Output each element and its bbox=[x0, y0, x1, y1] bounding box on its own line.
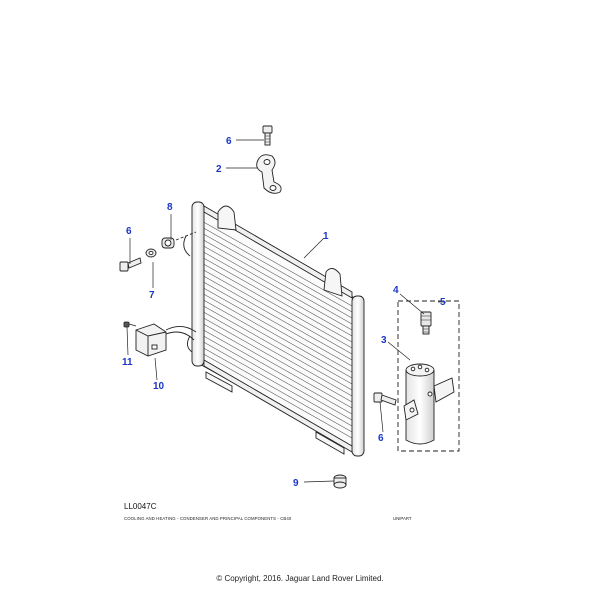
screw-part bbox=[123, 321, 137, 328]
brand-label: UNIPART bbox=[393, 516, 412, 521]
callout-10: 10 bbox=[153, 381, 165, 392]
callout-5: 5 bbox=[440, 297, 446, 308]
diagram-reference-code: LL0047C bbox=[124, 502, 157, 511]
washer-part bbox=[145, 248, 157, 258]
bolt-part-right bbox=[373, 392, 397, 406]
callout-11: 11 bbox=[122, 357, 133, 368]
module-part bbox=[135, 323, 197, 357]
condenser-part bbox=[183, 201, 365, 457]
callout-3: 3 bbox=[381, 335, 387, 346]
callout-6-right: 6 bbox=[378, 433, 384, 444]
callout-8: 8 bbox=[167, 202, 173, 213]
receiver-drier-part bbox=[403, 363, 455, 445]
callout-6-top: 6 bbox=[226, 136, 232, 147]
callout-9: 9 bbox=[293, 478, 299, 489]
condenser-fins bbox=[199, 219, 353, 439]
leader-lines bbox=[126, 139, 446, 483]
pressure-switch-part bbox=[420, 311, 432, 335]
callout-2: 2 bbox=[216, 164, 222, 175]
bolt-part-top bbox=[262, 125, 273, 146]
diagram-caption: COOLING AND HEATING - CONDENSER AND PRIN… bbox=[124, 516, 292, 521]
grommet-part bbox=[161, 231, 197, 249]
kit-dashed-box bbox=[397, 300, 460, 452]
callout-6-left: 6 bbox=[126, 226, 132, 237]
bracket-part bbox=[256, 154, 282, 194]
callout-7: 7 bbox=[149, 290, 155, 301]
bolt-part-left bbox=[119, 257, 142, 272]
copyright-notice: © Copyright, 2016. Jaguar Land Rover Lim… bbox=[216, 574, 384, 583]
callout-4: 4 bbox=[393, 285, 399, 296]
callout-1: 1 bbox=[323, 231, 329, 242]
nut-part bbox=[333, 474, 347, 489]
